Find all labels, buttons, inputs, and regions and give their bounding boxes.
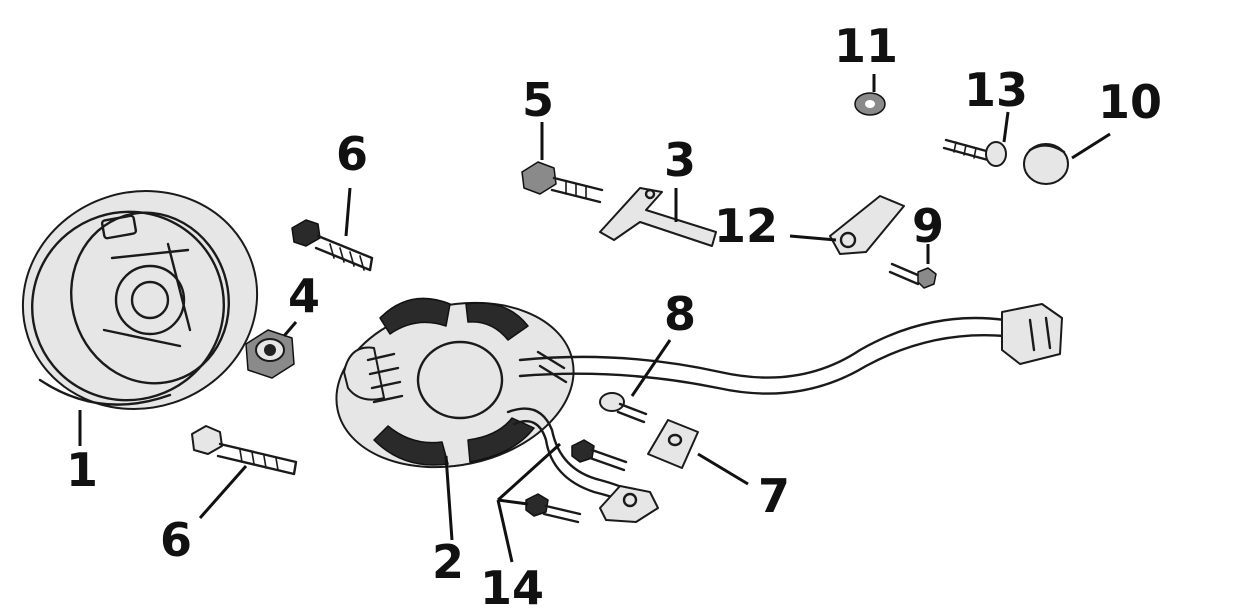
part-wiring-harness	[518, 303, 1063, 395]
label-part-9: 9	[912, 199, 944, 253]
label-part-4: 4	[288, 269, 320, 323]
label-part-14: 14	[480, 561, 544, 614]
part-bolt-lower	[191, 425, 298, 476]
part-stator	[335, 297, 575, 469]
label-part-3: 3	[664, 133, 696, 187]
part-screw-9	[888, 262, 937, 289]
part-screw-13	[942, 138, 1007, 167]
part-small-bolt	[599, 392, 648, 424]
label-part-7: 7	[758, 469, 790, 523]
part-washer	[854, 92, 886, 116]
label-part-11: 11	[834, 19, 898, 73]
part-labels: 1 2 3 4 5 6 6 7 8 9 10 11 12 13 14	[66, 19, 1162, 614]
label-part-5: 5	[522, 73, 554, 127]
leader-lines	[78, 74, 1111, 563]
part-pickup-lead	[506, 407, 659, 524]
part-bracket	[599, 187, 717, 247]
label-part-1: 1	[66, 443, 98, 497]
part-bolt-upper	[291, 219, 374, 272]
part-plate	[647, 419, 699, 469]
part-flywheel	[21, 190, 259, 410]
label-part-8: 8	[664, 287, 696, 341]
label-part-12: 12	[714, 199, 778, 253]
label-part-6-lower: 6	[160, 513, 192, 567]
part-nut	[245, 329, 295, 379]
part-cap	[1023, 143, 1069, 185]
label-part-10: 10	[1098, 75, 1162, 129]
part-clamp	[829, 195, 905, 255]
label-part-13: 13	[964, 63, 1028, 117]
label-part-2: 2	[432, 535, 464, 589]
part-bolt-5	[521, 161, 604, 204]
label-part-6-upper: 6	[336, 127, 368, 181]
